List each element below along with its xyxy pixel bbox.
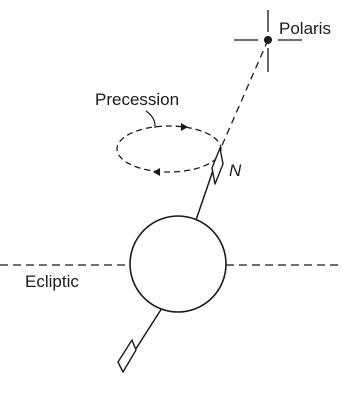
south-arrow-flag-icon <box>118 340 136 372</box>
north-label: N <box>229 161 242 180</box>
precession-arrow-top-icon <box>181 123 188 131</box>
precession-leader-line <box>146 111 155 128</box>
precession-ellipse <box>117 126 221 172</box>
ecliptic-label: Ecliptic <box>25 272 79 291</box>
axis-to-polaris-dashed <box>220 40 268 150</box>
earth-circle <box>130 216 226 312</box>
north-arrow-flag-icon <box>212 148 223 184</box>
precession-label: Precession <box>95 90 179 109</box>
precession-arrow-bottom-icon <box>153 168 160 176</box>
polaris-label: Polaris <box>279 19 331 38</box>
